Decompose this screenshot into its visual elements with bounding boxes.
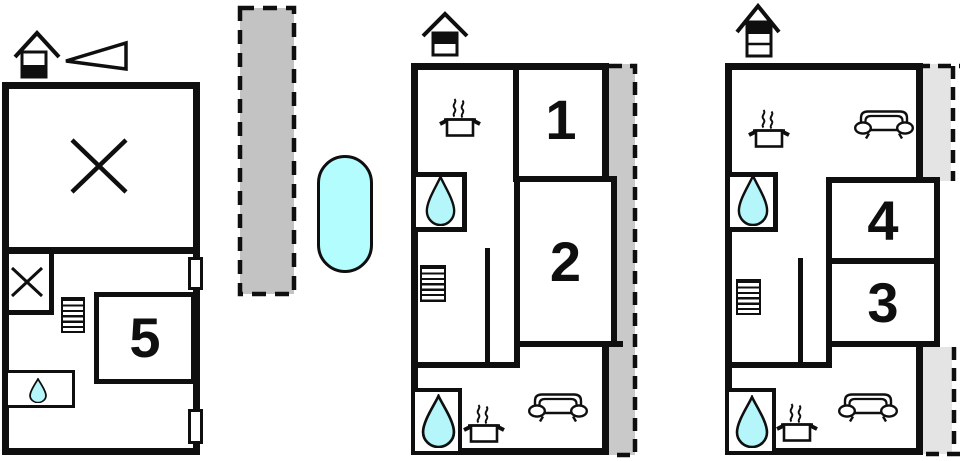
wall: [826, 347, 832, 368]
wall: [725, 362, 831, 368]
wall: [798, 258, 803, 367]
window-marker: [188, 257, 203, 290]
sofa-icon: [837, 393, 899, 422]
room-label: 3: [867, 270, 899, 334]
room-label: 2: [549, 229, 582, 293]
cooking-pot-icon: [463, 404, 505, 443]
sofa-icon: [527, 393, 589, 422]
balcony-strip-right-bottom: [918, 347, 960, 457]
wall: [2, 310, 54, 315]
room-2-label-cell: 2: [514, 176, 617, 347]
sofa-icon: [853, 110, 915, 139]
terrace-x-icon: [70, 138, 128, 194]
room-2: [514, 176, 617, 347]
window-marker: [188, 409, 203, 444]
wall: [2, 247, 200, 254]
wall: [826, 258, 940, 264]
wall: [411, 362, 520, 368]
house-storey-icon-middle: [421, 11, 469, 57]
wall: [485, 248, 490, 367]
room-5: [94, 292, 196, 384]
water-drop-icon: [29, 378, 47, 403]
balcony-strip-right-top: [917, 63, 960, 181]
cooking-pot-icon: [776, 403, 818, 442]
wall: [514, 347, 520, 368]
standalone-terrace-strip: [237, 5, 297, 297]
room-label: 1: [545, 87, 577, 151]
room-label: 5: [129, 306, 161, 369]
room-3-label-cell: 3: [826, 264, 940, 341]
water-drop-icon: [735, 395, 769, 448]
stairs-icon: [420, 265, 446, 302]
stairs-icon: [736, 279, 761, 315]
small-x-icon: [10, 266, 44, 298]
stairs-icon: [61, 297, 85, 333]
room-1-label-cell: 1: [513, 63, 609, 176]
cooking-pot-icon: [748, 109, 790, 148]
room-4-label-cell: 4: [826, 183, 940, 258]
room-5-label-cell: 5: [94, 292, 196, 384]
wall: [49, 253, 54, 315]
wall-stub: [609, 341, 623, 347]
cooking-pot-icon: [439, 98, 481, 137]
swimming-pool: [317, 155, 373, 273]
water-drop-icon: [421, 394, 456, 448]
water-drop-icon: [737, 174, 769, 226]
house-storey-icon-right: [735, 2, 781, 58]
direction-triangle-icon: [65, 40, 128, 71]
room-label: 4: [867, 188, 899, 252]
house-storey-icon-left: [13, 30, 61, 79]
water-drop-icon: [425, 175, 456, 226]
